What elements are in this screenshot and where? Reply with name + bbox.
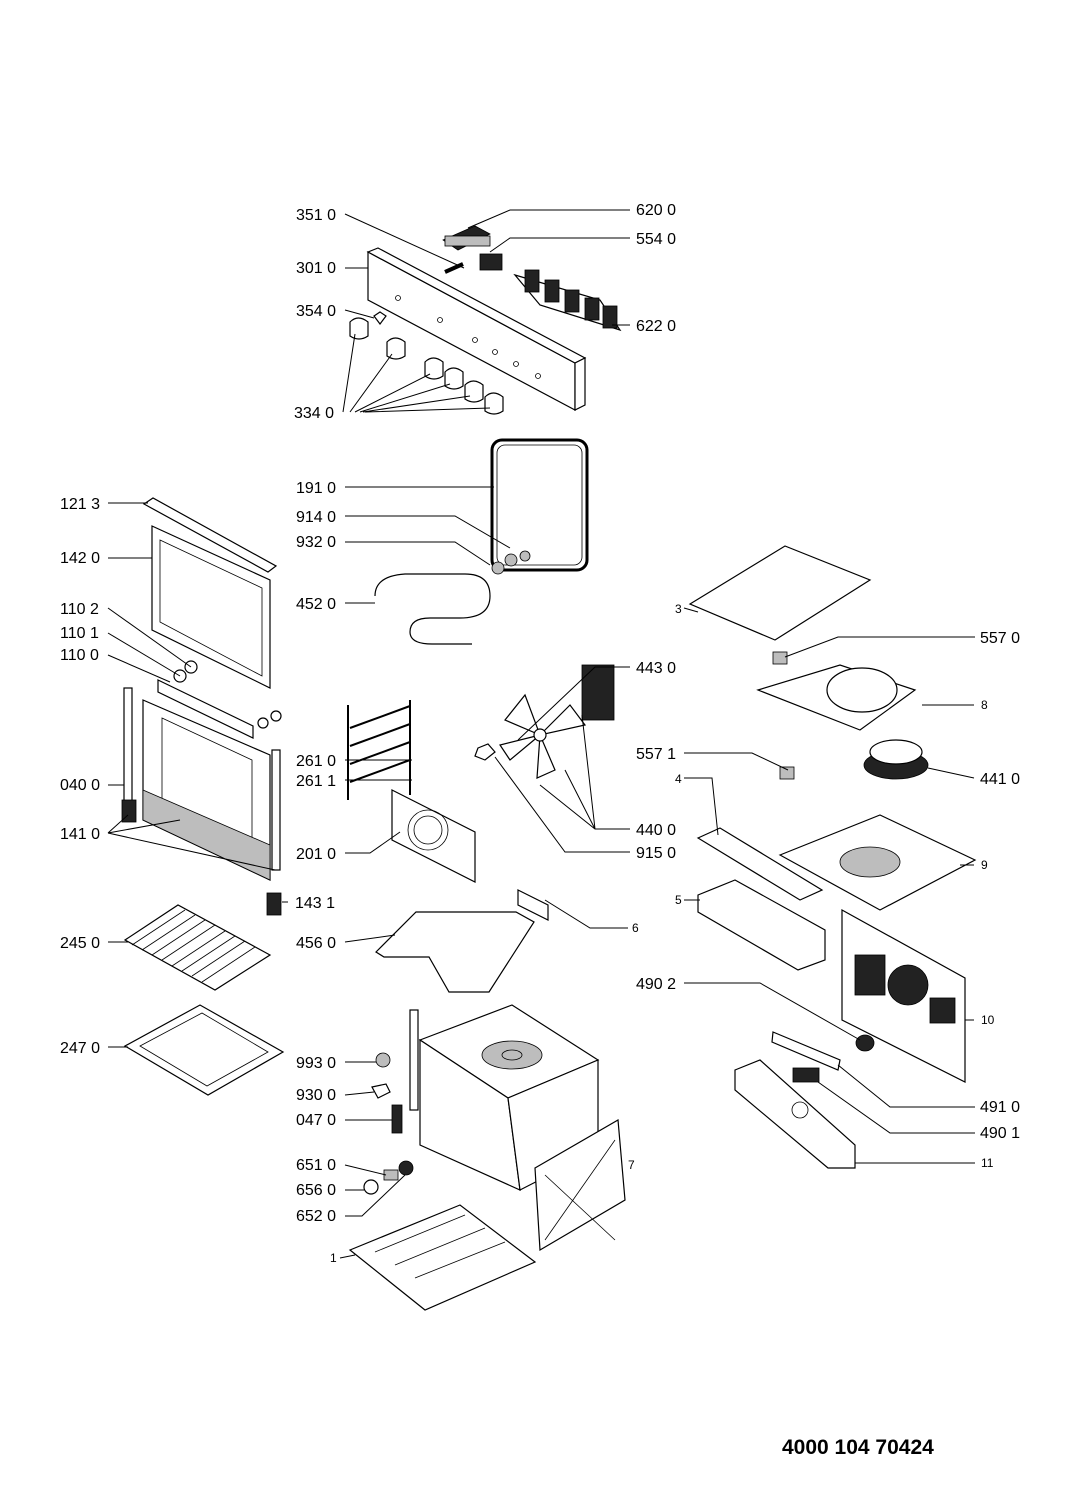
part-label: 456 0 <box>296 935 336 952</box>
part-label: 652 0 <box>296 1208 336 1225</box>
outer-glass-drawing <box>151 525 271 689</box>
part-label: 301 0 <box>296 260 336 277</box>
nut-drawing <box>474 743 496 761</box>
oven-cavity-drawing <box>409 1004 600 1191</box>
part-label: 110 1 <box>60 625 99 642</box>
rear-frame-drawing <box>534 1119 626 1252</box>
part-label: 452 0 <box>296 596 336 613</box>
part-label: 557 1 <box>636 746 676 763</box>
baking-tray-drawing <box>123 1004 285 1096</box>
part-label: 4 <box>675 772 682 786</box>
part-label: 141 0 <box>60 826 100 843</box>
part-label: 6 <box>632 921 639 935</box>
selector-switches-drawing <box>513 269 622 332</box>
part-label: 490 1 <box>980 1125 1020 1142</box>
part-label: 440 0 <box>636 822 676 839</box>
part-label: 656 0 <box>296 1182 336 1199</box>
wire-shelf-drawing <box>123 904 272 991</box>
part-label: 5 <box>675 893 682 907</box>
knob-490-drawing <box>855 1034 875 1052</box>
part-label: 261 0 <box>296 753 336 770</box>
small-parts-drawing <box>375 1052 391 1068</box>
grill-element-drawing <box>374 573 491 645</box>
part-drawings <box>121 225 977 1311</box>
part-label: 261 1 <box>296 773 336 790</box>
switch-drawing <box>479 253 503 271</box>
fan-blade-drawing <box>499 693 587 779</box>
fan-cover-drawing <box>391 789 476 883</box>
knobs-drawing <box>349 311 504 415</box>
door-top-trim-drawing <box>142 497 278 573</box>
lower-element-drawing <box>375 911 535 993</box>
top-cover-drawing <box>688 545 872 641</box>
part-label: 201 0 <box>296 846 336 863</box>
part-label: 7 <box>628 1158 635 1172</box>
leader-lines <box>107 209 975 1259</box>
part-label: 10 <box>981 1013 995 1027</box>
door-gasket-drawing <box>490 438 589 572</box>
part-label: 351 0 <box>296 207 336 224</box>
part-label: 040 0 <box>60 777 100 794</box>
bottom-plate-drawing <box>348 1204 537 1311</box>
part-label: 142 0 <box>60 550 100 567</box>
part-label: 620 0 <box>636 202 676 219</box>
part-label: 8 <box>981 698 988 712</box>
part-label: 932 0 <box>296 534 336 551</box>
chassis-rail-drawing <box>696 827 824 901</box>
part-label: 9 <box>981 858 988 872</box>
part-label: 491 0 <box>980 1099 1020 1116</box>
part-label: 047 0 <box>296 1112 336 1129</box>
part-label: 334 0 <box>294 405 334 422</box>
part-label: 3 <box>675 602 682 616</box>
part-label: 443 0 <box>636 660 676 677</box>
part-label: 121 3 <box>60 496 100 513</box>
part-labels: 351 0 620 0 554 0 301 0 354 0 622 0 334 … <box>60 202 1020 1265</box>
part-label: 930 0 <box>296 1087 336 1104</box>
front-frame-drawing <box>734 1059 856 1169</box>
part-label: 143 1 <box>295 895 335 912</box>
part-label: 915 0 <box>636 845 676 862</box>
part-label: 110 0 <box>60 647 99 664</box>
part-label: 622 0 <box>636 318 676 335</box>
part-label: 914 0 <box>296 509 336 526</box>
part-label: 110 2 <box>60 601 99 618</box>
part-label: 554 0 <box>636 231 676 248</box>
part-label: 993 0 <box>296 1055 336 1072</box>
part-label: 11 <box>981 1156 994 1170</box>
side-racks-drawing <box>347 700 411 800</box>
fan-motor-drawing <box>581 664 615 721</box>
part-label: 247 0 <box>60 1040 100 1057</box>
part-label: 354 0 <box>296 303 336 320</box>
part-label: 1 <box>330 1251 337 1265</box>
pin-drawing <box>444 262 464 274</box>
part-label: 557 0 <box>980 630 1020 647</box>
part-label: 245 0 <box>60 935 100 952</box>
document-number: 4000 104 70424 <box>782 1436 934 1459</box>
hinge-drawing <box>123 687 133 809</box>
part-label: 490 2 <box>636 976 676 993</box>
part-label: 651 0 <box>296 1157 336 1174</box>
terminal-block-drawing <box>442 225 491 251</box>
control-panel-drawing <box>366 247 587 411</box>
part-label: 441 0 <box>980 771 1020 788</box>
terminal-strip-drawing <box>771 1031 841 1071</box>
part-label: 191 0 <box>296 480 336 497</box>
